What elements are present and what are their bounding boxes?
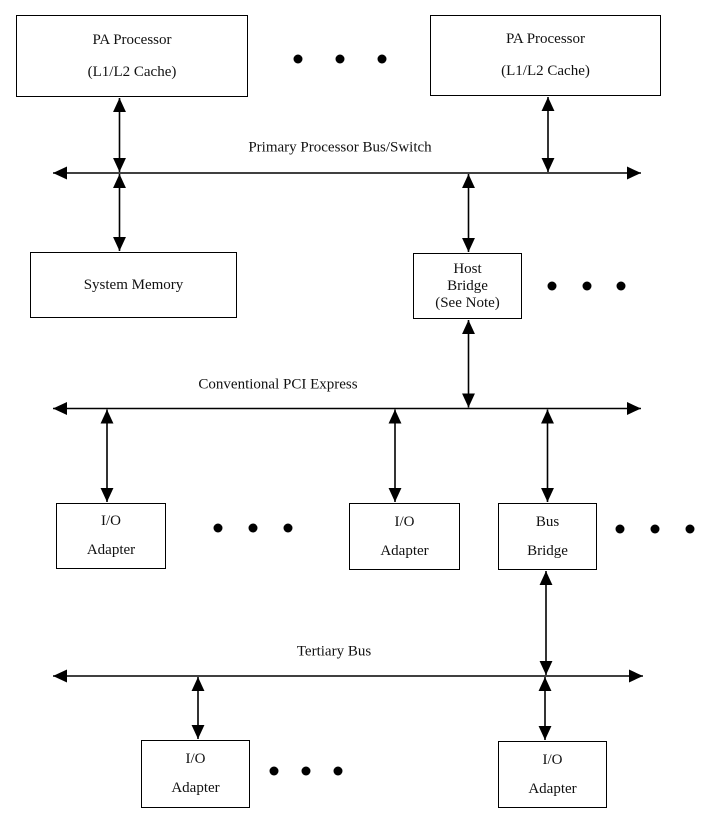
node-label: Bridge: [527, 542, 568, 559]
node-pa-processor-right: PA Processor (L1/L2 Cache): [430, 15, 661, 96]
node-io-adapter-pci-2: I/O Adapter: [349, 503, 460, 570]
node-sublabel: (L1/L2 Cache): [501, 63, 590, 79]
pci-express-bus-label: Conventional PCI Express: [198, 376, 358, 393]
node-bus-bridge: Bus Bridge: [498, 503, 597, 570]
ellipsis-host-bridges: [547, 281, 626, 291]
node-label: Host: [453, 260, 482, 277]
node-io-adapter-tertiary-1: I/O Adapter: [141, 740, 250, 808]
node-system-memory: System Memory: [30, 252, 237, 318]
node-host-bridge: Host Bridge (See Note): [413, 253, 522, 319]
ellipsis-bus-bridges: [615, 524, 695, 534]
node-io-adapter-pci-1: I/O Adapter: [56, 503, 166, 569]
node-label: Adapter: [380, 542, 429, 559]
ellipsis-io-adapters-pci: [213, 523, 293, 533]
node-label: System Memory: [83, 276, 184, 293]
node-label: Adapter: [171, 780, 220, 796]
tertiary-bus-label: Tertiary Bus: [296, 643, 372, 660]
primary-bus-label: Primary Processor Bus/Switch: [248, 139, 432, 156]
ellipsis-processors: [293, 54, 387, 64]
node-label: I/O: [394, 513, 415, 530]
node-sublabel: (L1/L2 Cache): [87, 63, 177, 80]
node-label: PA Processor: [505, 31, 586, 47]
node-label: Bridge: [447, 277, 488, 294]
node-label: Adapter: [528, 780, 577, 797]
node-label: I/O: [542, 751, 563, 768]
node-io-adapter-tertiary-2: I/O Adapter: [498, 741, 607, 808]
node-label: PA Processor: [92, 31, 172, 48]
ellipsis-io-adapters-tertiary: [269, 766, 343, 776]
node-label: Adapter: [86, 542, 136, 558]
node-pa-processor-left: PA Processor (L1/L2 Cache): [16, 15, 248, 97]
node-label: Bus: [535, 513, 560, 530]
node-label: I/O: [185, 751, 206, 767]
node-sublabel: (See Note): [435, 294, 500, 311]
node-label: I/O: [101, 513, 121, 529]
